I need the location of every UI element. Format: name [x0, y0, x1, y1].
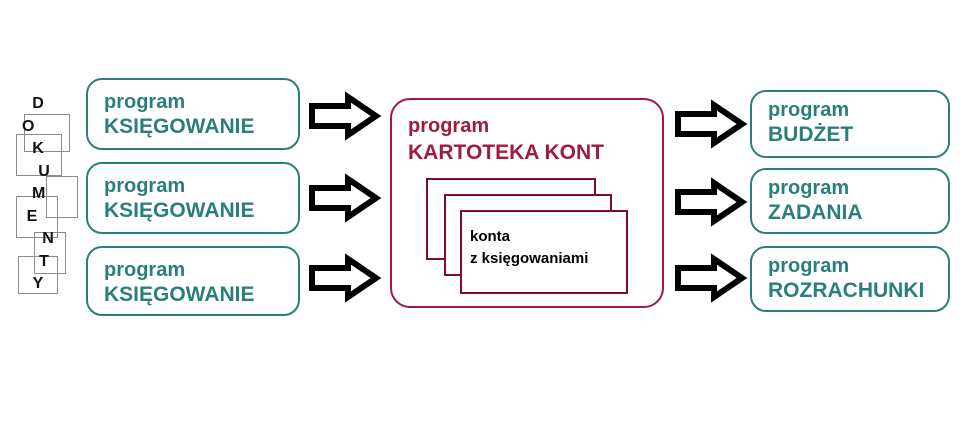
- document-sheet: [34, 232, 66, 274]
- document-sheet: [16, 196, 58, 238]
- source-box-1-line2: KSIĘGOWANIE: [104, 115, 255, 138]
- target-box-zadania-line1: program: [768, 177, 850, 199]
- target-box-zadania-line2: ZADANIA: [768, 201, 863, 224]
- documents-label-letter: O: [22, 117, 35, 135]
- documents-label-letter: T: [39, 252, 49, 270]
- arrow-icon: [309, 253, 382, 303]
- target-box-budzet-line1: program: [768, 99, 850, 121]
- source-box-1-line1: program: [104, 91, 186, 113]
- card-text-line2: z księgowaniami: [470, 250, 589, 267]
- target-box-zadania: program ZADANIA: [750, 168, 950, 234]
- source-box-3-line1: program: [104, 259, 186, 281]
- documents-label-letter: E: [26, 207, 38, 225]
- arrow-icon: [675, 253, 748, 303]
- documents-label-letter: K: [32, 140, 44, 157]
- target-box-budzet-line2: BUDŻET: [768, 123, 854, 146]
- document-sheet: [18, 256, 58, 294]
- source-box-2: program KSIĘGOWANIE: [86, 162, 300, 234]
- target-box-rozrachunki-line1: program: [768, 255, 850, 277]
- target-box-rozrachunki: program ROZRACHUNKI: [750, 246, 950, 312]
- documents-label-letter: U: [38, 162, 50, 180]
- source-box-2-line2: KSIĘGOWANIE: [104, 199, 255, 222]
- arrow-icon: [309, 91, 382, 141]
- account-card-front: [460, 210, 628, 294]
- documents-label-letter: M: [32, 185, 46, 202]
- documents-label-letter: D: [32, 95, 44, 112]
- source-box-2-line1: program: [104, 175, 186, 197]
- document-sheet: [24, 114, 70, 152]
- center-line2: KARTOTEKA KONT: [408, 141, 604, 164]
- target-box-budzet: program BUDŻET: [750, 90, 950, 158]
- source-box-1: program KSIĘGOWANIE: [86, 78, 300, 150]
- arrow-icon: [675, 177, 748, 227]
- center-line1: program: [408, 115, 490, 137]
- documents-label-letter: Y: [32, 275, 44, 292]
- document-sheet: [46, 176, 78, 218]
- source-box-3: program KSIĘGOWANIE: [86, 246, 300, 316]
- source-box-3-line2: KSIĘGOWANIE: [104, 283, 255, 306]
- documents-label-letter: N: [42, 230, 54, 247]
- arrow-icon: [675, 99, 748, 149]
- target-box-rozrachunki-line2: ROZRACHUNKI: [768, 279, 925, 302]
- document-sheet: [16, 134, 62, 176]
- card-text-line1: konta: [470, 228, 511, 245]
- arrow-icon: [309, 173, 382, 223]
